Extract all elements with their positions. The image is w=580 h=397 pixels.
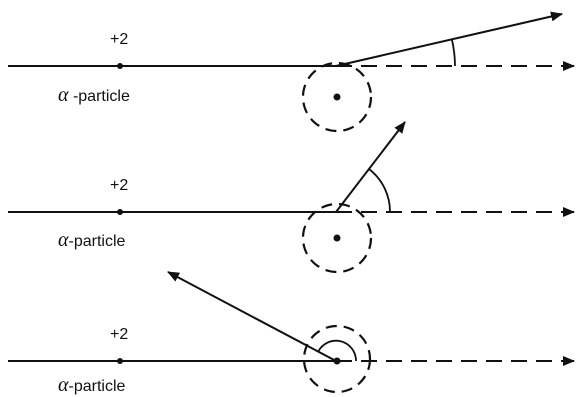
charge-label: +2	[110, 177, 128, 194]
particle-label: α-particle	[58, 374, 126, 396]
charge-label: +2	[110, 31, 128, 48]
panel-small-deflection: +2 α -particle	[8, 11, 575, 133]
scattering-angle-arc	[317, 339, 357, 362]
nucleus-boundary	[301, 61, 373, 133]
nucleus-boundary	[301, 202, 373, 274]
scattering-angle-arc	[368, 168, 391, 213]
charge-label: +2	[110, 326, 128, 343]
alpha-particle-dot	[117, 63, 123, 69]
scattered-path-arrow	[335, 11, 563, 67]
particle-label: α-particle	[58, 229, 126, 251]
scattered-path-arrow	[167, 271, 337, 362]
panel-large-deflection: +2 α-particle	[8, 271, 575, 396]
nucleus	[333, 357, 341, 365]
scattered-path-arrow	[335, 121, 406, 213]
nucleus-boundary	[302, 324, 372, 394]
alpha-particle-dot	[117, 209, 123, 215]
nucleus	[333, 93, 341, 101]
nucleus	[333, 234, 341, 242]
particle-label: α -particle	[58, 84, 130, 106]
scattering-angle-arc	[451, 39, 456, 67]
alpha-particle-dot	[117, 358, 123, 364]
panel-medium-deflection: +2 α-particle	[8, 121, 575, 274]
